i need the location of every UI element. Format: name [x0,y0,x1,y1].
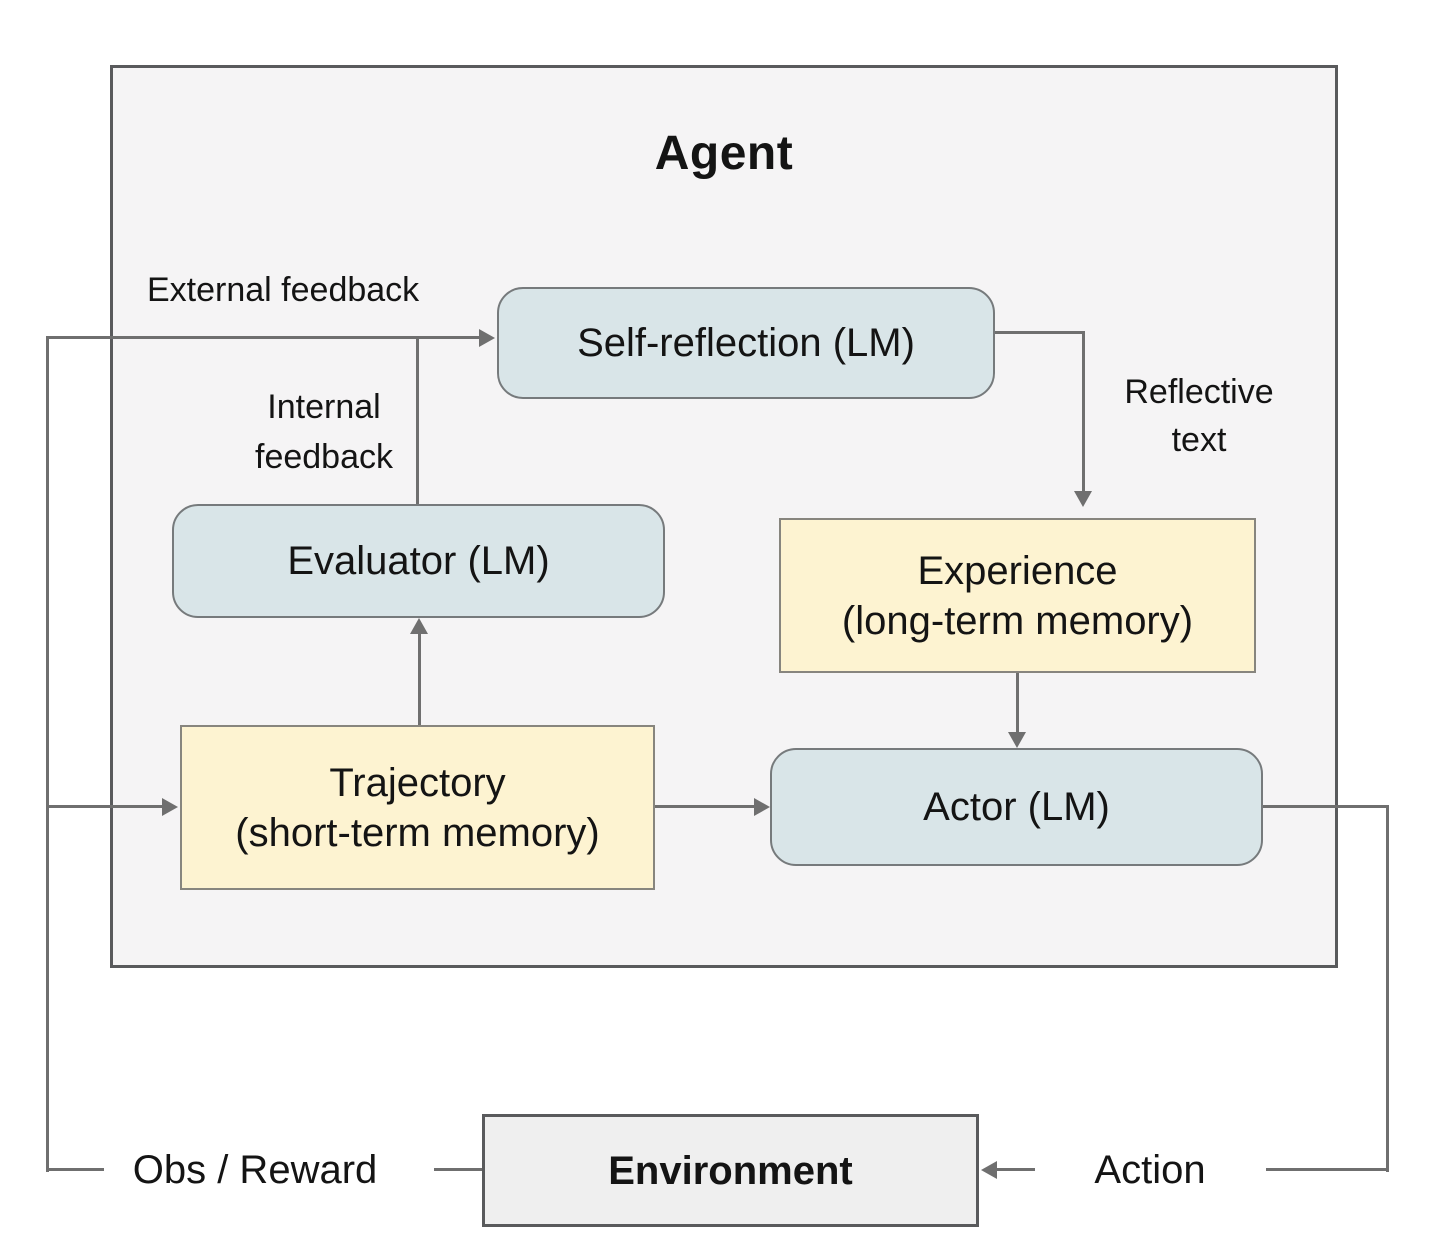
arrowhead-into-evaluator [410,618,428,634]
internal-feedback-line [416,338,419,506]
reflective-text-label-line1: Reflective [1124,373,1274,411]
arrowhead-into-actor-top [1008,732,1026,748]
trajectory-node: Trajectory (short-term memory) [180,725,655,890]
self-reflection-node: Self-reflection (LM) [497,287,995,399]
internal-feedback-label-line2: feedback [255,438,393,476]
obs-bottom-line-left [47,1168,104,1171]
action-bottom-line-right [1266,1168,1389,1171]
environment-label: Environment [608,1148,853,1193]
reflective-text-label-line2: text [1171,421,1227,459]
self-reflection-exit-line [995,331,1085,334]
obs-reward-label: Obs / Reward [132,1148,378,1192]
experience-label: Experience [917,548,1118,593]
actor-exit-line [1263,805,1389,808]
action-right-line [1386,805,1389,1172]
evaluator-label: Evaluator (LM) [287,539,550,583]
internal-feedback-label-line1: Internal [267,388,381,426]
agent-title: Agent [654,127,794,180]
arrowhead-into-experience [1074,491,1092,507]
trajectory-to-evaluator-line [418,632,421,727]
arrowhead-into-actor-left [754,798,770,816]
experience-node: Experience (long-term memory) [779,518,1256,673]
action-label: Action [1094,1148,1206,1192]
trajectory-label: Trajectory [329,760,506,805]
external-feedback-label: External feedback [147,271,420,309]
reflective-text-label: Reflective text [1099,368,1299,464]
actor-node: Actor (LM) [770,748,1263,866]
experience-sublabel: (long-term memory) [841,598,1194,643]
evaluator-node: Evaluator (LM) [172,504,665,618]
self-reflection-label: Self-reflection (LM) [577,321,915,365]
obs-to-trajectory-line [47,805,163,808]
experience-to-actor-line [1016,673,1019,733]
trajectory-sublabel: (short-term memory) [235,810,600,855]
arrowhead-into-environment [981,1161,997,1179]
reflective-text-line [1082,331,1085,491]
trajectory-to-actor-line [655,805,755,808]
external-feedback-line [47,336,480,339]
arrowhead-into-self-reflection [479,329,495,347]
obs-reward-left-line [46,336,49,1172]
environment-node: Environment [482,1114,979,1227]
obs-bottom-line-right [434,1168,482,1171]
action-bottom-line-left [997,1168,1035,1171]
actor-label: Actor (LM) [923,785,1110,829]
internal-feedback-label: Internal feedback [224,382,424,482]
arrowhead-into-trajectory [162,798,178,816]
